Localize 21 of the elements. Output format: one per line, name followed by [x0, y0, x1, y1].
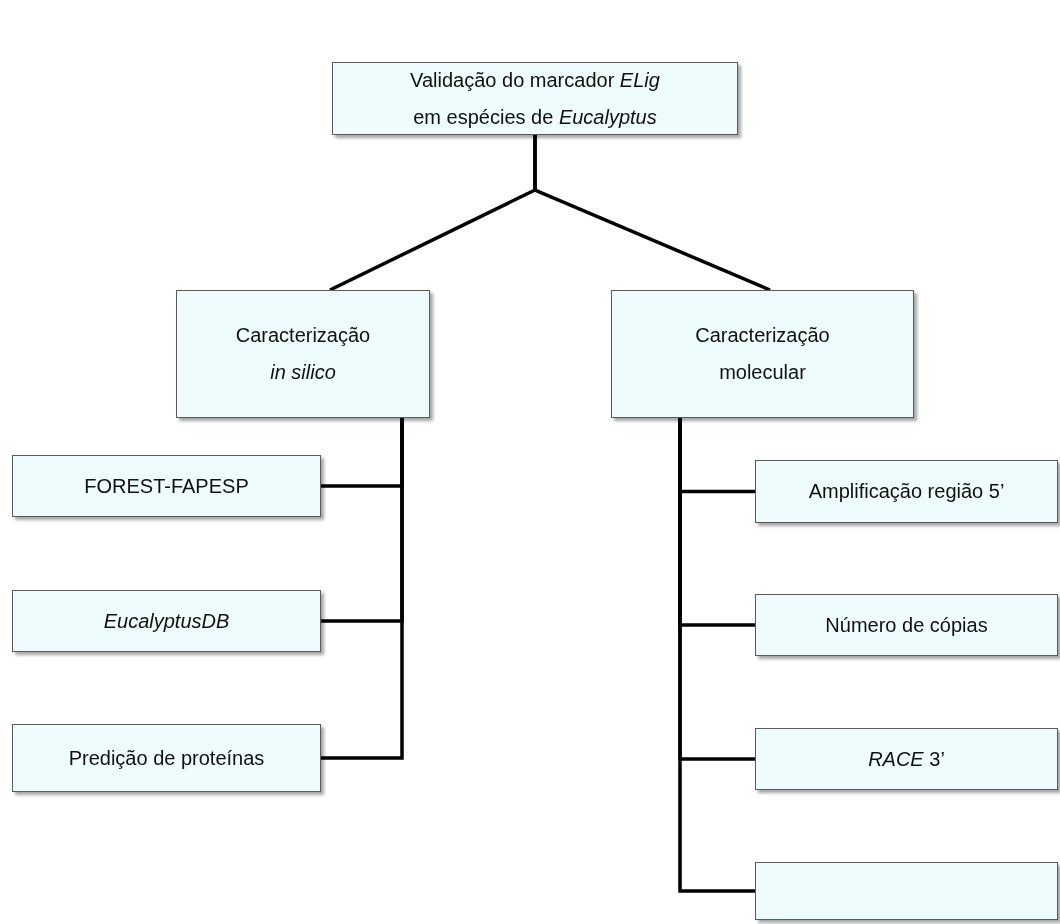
process-box — [12, 455, 321, 517]
process-box — [12, 590, 321, 652]
box-label: Caracterização in silico — [234, 323, 372, 385]
process-box — [176, 290, 430, 418]
box-label: EucalyptusDB — [102, 608, 231, 634]
box-label: RACE 3’ — [867, 746, 946, 772]
box-label: Caracterização molecular — [694, 323, 831, 385]
process-box — [332, 62, 738, 135]
process-box — [12, 724, 321, 792]
connector-line — [321, 418, 404, 760]
box-label: Número de cópias — [824, 612, 989, 638]
box-label: Amplificação região 5’ — [807, 479, 1006, 504]
box-label: Predição de proteínas — [67, 745, 266, 771]
box-label: Validação do marcador ELig em espécies de Eucalyptus — [409, 67, 661, 130]
empty-box — [755, 862, 1058, 920]
box-label: FOREST-FAPESP — [83, 473, 250, 499]
process-box — [755, 460, 1058, 523]
process-box — [755, 728, 1058, 790]
process-box — [755, 594, 1058, 656]
process-box — [611, 290, 914, 418]
connector-line — [533, 135, 771, 292]
